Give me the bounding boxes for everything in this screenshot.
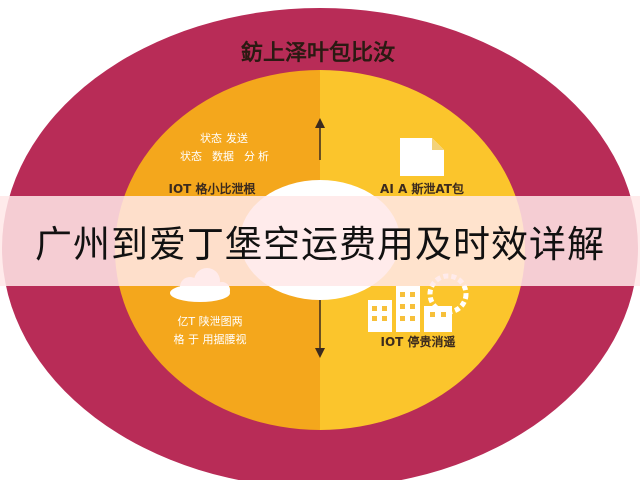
top-left-line-1: 状态 [200, 131, 222, 145]
top-left-line-2: 发送 [226, 131, 248, 145]
top-right-label: AI A 斯泄AT包 [380, 181, 464, 196]
top-left-line-4: 数据 [212, 149, 234, 163]
arrow-down-icon [315, 300, 325, 358]
top-left-line-5: 分 [244, 150, 255, 163]
diagram-title: 鈁上泽叶包比汝 [241, 40, 395, 66]
arrow-up-icon [315, 118, 325, 160]
top-left-label: IOT 格小比泄根 [168, 181, 255, 196]
buildings-icon [368, 286, 452, 332]
banner-title: 广州到爱丁堡空运费用及时效详解 [35, 223, 605, 266]
title-banner: 广州到爱丁堡空运费用及时效详解 [0, 196, 640, 286]
top-left-line-3: 状态 [180, 149, 202, 163]
bottom-right-label: IOT 停贵消遥 [380, 334, 455, 349]
bottom-left-line-1: 亿T 陕泄图两 [177, 314, 242, 328]
document-icon [400, 138, 444, 176]
top-left-line-6: 析 [258, 149, 269, 163]
bottom-left-line-2: 格 于 用据腰视 [174, 332, 247, 346]
